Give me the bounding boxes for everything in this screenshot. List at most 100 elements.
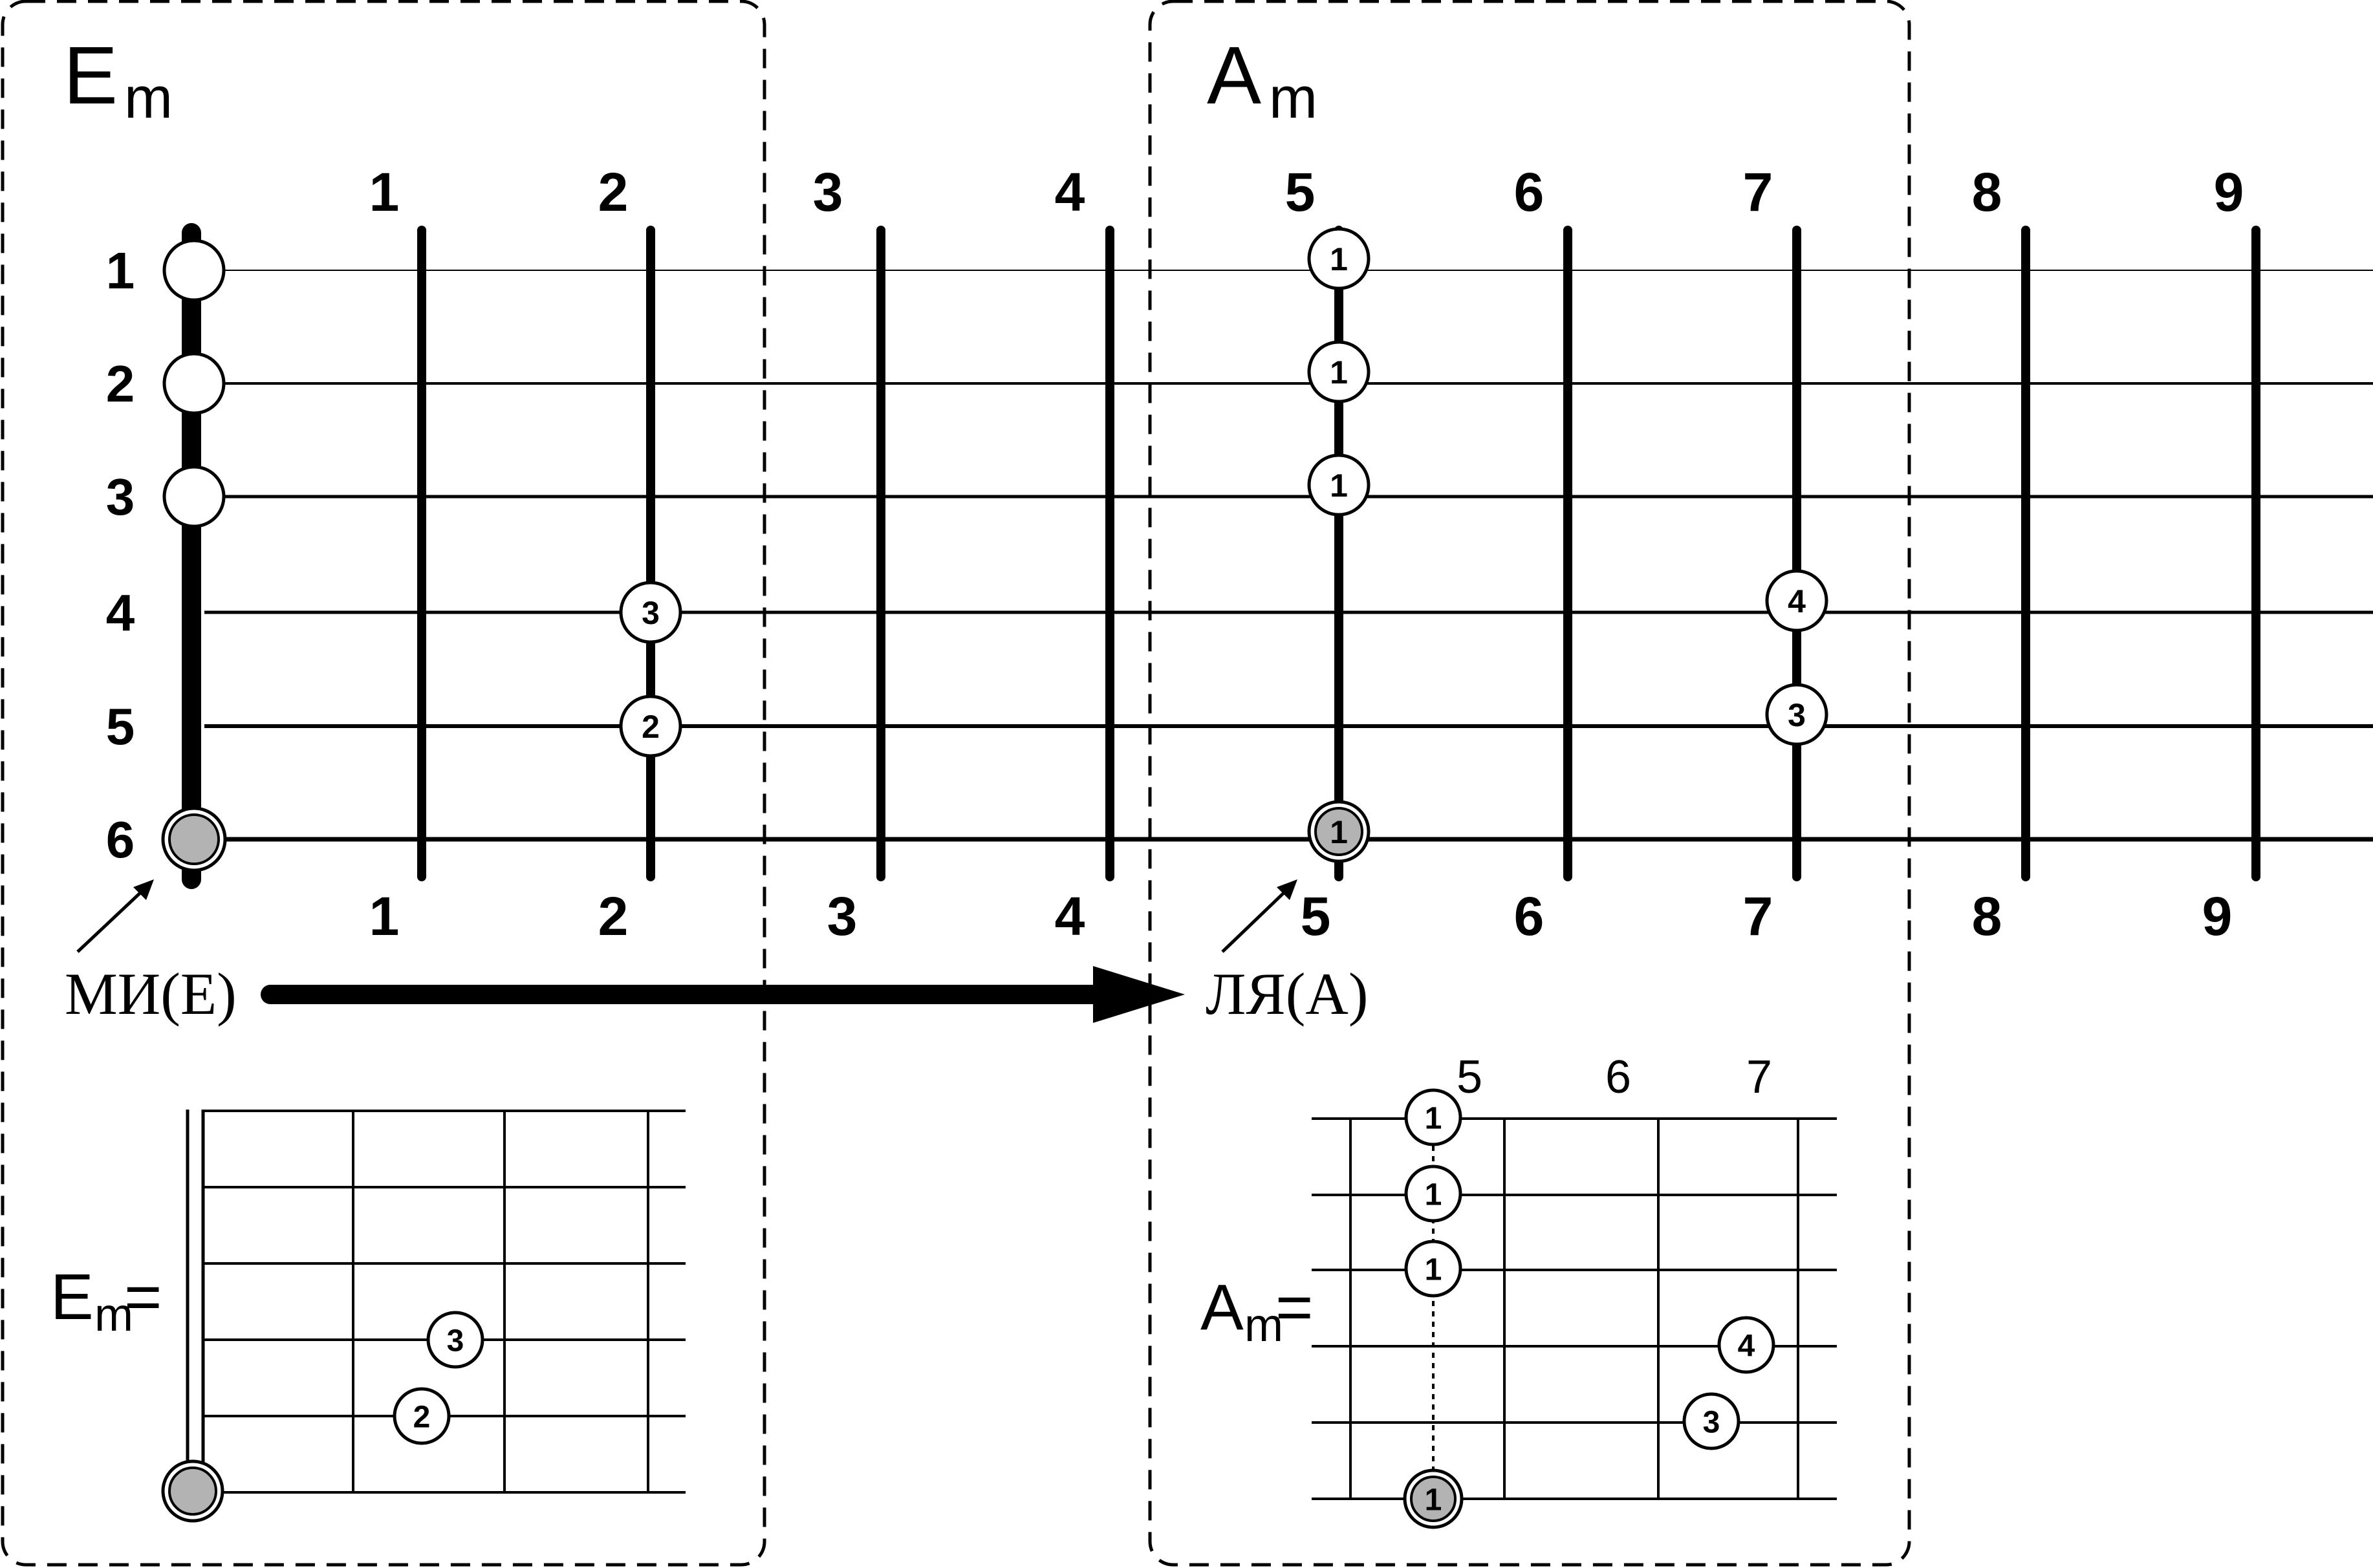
fret-number-top: 2: [598, 162, 629, 222]
small-am-eq: =: [1275, 1271, 1313, 1344]
am-region-box: [1148, 0, 1911, 1567]
am-title: A m: [1207, 30, 1317, 131]
finger-number: 3: [447, 1324, 464, 1358]
finger-number: 3: [1788, 697, 1806, 733]
marker-circle: [162, 465, 226, 528]
string-number: 1: [106, 242, 135, 299]
shift-arrow: [261, 966, 1185, 1023]
small-am-finger-marker: 3: [1682, 1392, 1740, 1450]
fret-number-bottom: 8: [1972, 886, 2002, 947]
marker-circle: [619, 694, 682, 758]
root-note-e: [161, 806, 227, 872]
small-am-finger-marker: 4: [1717, 1316, 1775, 1374]
fret-number-bottom: 1: [369, 886, 400, 947]
finger-markers: 3 2 1 1 1 4 3 1: [161, 227, 1828, 872]
finger-number: 1: [1330, 241, 1348, 277]
small-am-letter: A: [1200, 1271, 1244, 1344]
small-am-fret-number: 6: [1605, 1051, 1631, 1103]
string-numbers: 1 2 3 4 5 6: [106, 242, 135, 868]
marker-circle: [1765, 683, 1828, 746]
am-finger-marker: 1: [1307, 340, 1371, 403]
small-em-label: E m =: [50, 1261, 162, 1341]
marker-circle: [393, 1387, 451, 1445]
fret-number-top: 6: [1514, 162, 1544, 222]
finger-number: 4: [1738, 1329, 1755, 1363]
string-number: 6: [106, 811, 135, 868]
marker-circle: [1404, 1165, 1462, 1223]
fret-number-top: 5: [1285, 162, 1316, 222]
fret-number-bottom: 5: [1301, 886, 1331, 947]
small-em-chord-box: 32: [161, 1110, 686, 1523]
marker-circle: [162, 239, 226, 302]
fret-number-top: 8: [1972, 162, 2002, 222]
small-em-finger-marker: 3: [426, 1311, 484, 1369]
small-em-letter: E: [50, 1261, 94, 1333]
small-em-finger-marker: 2: [393, 1387, 451, 1445]
small-am-sub: m: [1244, 1300, 1283, 1351]
small-em-sub: m: [94, 1289, 133, 1341]
finger-number: 1: [1425, 1483, 1442, 1517]
am-finger-marker: 4: [1765, 569, 1828, 632]
strings-layer: [191, 270, 2373, 842]
finger-number: 1: [1330, 467, 1348, 504]
marker-circle: [619, 581, 682, 644]
fret-number-top: 1: [369, 162, 400, 222]
fret-number-bottom: 4: [1055, 886, 1085, 947]
small-am-fret-number: 7: [1746, 1051, 1772, 1103]
finger-number: 1: [1425, 1177, 1442, 1212]
finger-number: 2: [413, 1400, 431, 1434]
em-title-letter: E: [63, 30, 118, 121]
small-em-root-marker: [161, 1459, 224, 1523]
am-finger-marker: 3: [1765, 683, 1828, 746]
open-string-marker: [162, 239, 226, 302]
am-title-letter: A: [1207, 30, 1261, 121]
marker-circle: [168, 1466, 217, 1516]
marker-circle: [1717, 1316, 1775, 1374]
small-am-finger-marker: 1: [1404, 1240, 1462, 1298]
fret-number-bottom: 3: [827, 886, 858, 947]
fret-number-bottom: 2: [598, 886, 629, 947]
finger-number: 1: [1330, 354, 1348, 391]
am-finger-marker: 1: [1307, 453, 1371, 517]
fret-number-bottom: 6: [1514, 886, 1544, 947]
string-number: 5: [106, 698, 135, 755]
small-am-root-marker: 1: [1403, 1468, 1464, 1529]
small-am-finger-marker: 1: [1404, 1088, 1462, 1146]
fret-number-top: 4: [1055, 162, 1085, 222]
finger-number: 3: [1703, 1405, 1720, 1439]
root-note-a: 1: [1307, 800, 1371, 863]
label-la-a: ЛЯ(A): [1206, 961, 1368, 1027]
fret-number-bottom: 9: [2202, 886, 2233, 947]
open-string-marker: [162, 352, 226, 415]
open-string-marker: [162, 465, 226, 528]
fret-number-top: 7: [1743, 162, 1773, 222]
marker-circle: [168, 813, 220, 865]
marker-circle: [1765, 569, 1828, 632]
marker-circle: [1410, 1476, 1457, 1522]
em-finger-marker: 3: [619, 581, 682, 644]
em-region-box: [1, 0, 766, 1567]
string-number: 4: [106, 584, 135, 641]
marker-circle: [1307, 453, 1371, 517]
marker-circle: [1404, 1240, 1462, 1298]
em-finger-marker: 2: [619, 694, 682, 758]
marker-circle: [1314, 807, 1363, 856]
pointer-arrow-a: [1221, 879, 1297, 953]
fret-number-top: 9: [2214, 162, 2244, 222]
finger-number: 1: [1425, 1252, 1442, 1287]
finger-number: 3: [642, 595, 660, 631]
string-number: 2: [106, 355, 135, 413]
label-mi-e: МИ(E): [65, 961, 237, 1027]
marker-circle: [1404, 1088, 1462, 1146]
fret-number-bottom: 7: [1743, 886, 1773, 947]
pointer-arrow-e: [76, 879, 154, 953]
small-am-label: A m =: [1200, 1271, 1313, 1351]
am-finger-marker: 1: [1307, 227, 1371, 290]
finger-number: 1: [1425, 1101, 1442, 1135]
frets-layer: [182, 223, 2260, 889]
finger-number: 1: [1330, 814, 1348, 850]
string-number: 3: [106, 468, 135, 526]
